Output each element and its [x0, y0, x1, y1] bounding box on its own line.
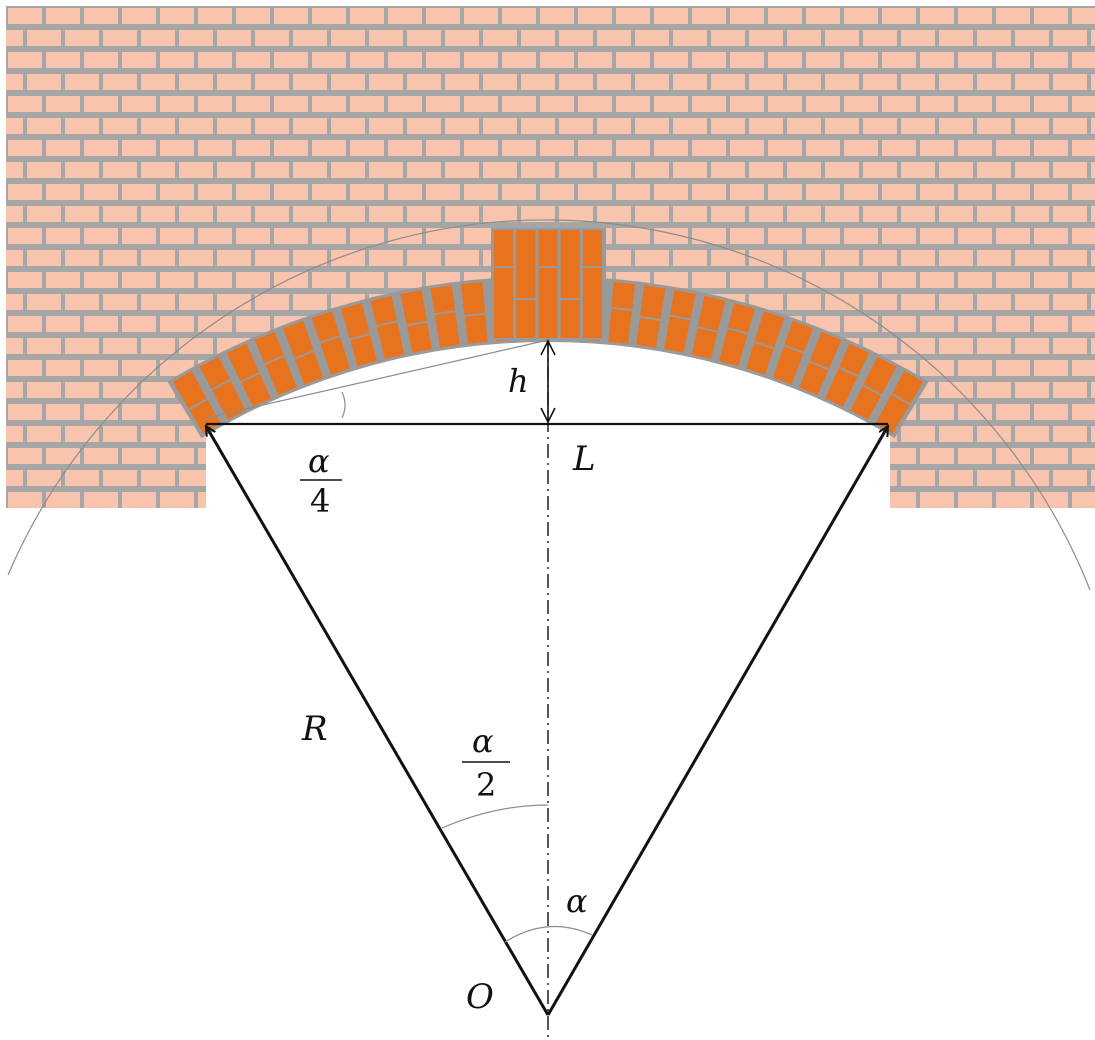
rise-arrowhead-bottom	[540, 407, 556, 424]
arch-brick	[254, 331, 297, 396]
arch-brick-joint	[666, 314, 694, 321]
label-h: h	[508, 362, 529, 400]
arch-brick-joint	[291, 349, 317, 361]
radius-circle-arc	[7, 219, 1091, 591]
fraction-half-numerator: α	[472, 722, 494, 760]
keystone-brick	[494, 268, 514, 338]
keystone-brick	[560, 300, 580, 338]
angle-arc-full	[504, 925, 593, 943]
fraction-half-denominator: 2	[476, 766, 496, 804]
arch-brick-joint	[431, 309, 459, 316]
arch-brick-joint	[860, 383, 885, 398]
fraction-quarter-denominator: 4	[310, 482, 330, 520]
arch-brick	[460, 281, 488, 344]
arch-brick-joint	[373, 319, 401, 328]
keystone-brick	[538, 268, 558, 338]
keystone-brick	[538, 230, 558, 266]
arch-brick	[850, 356, 897, 420]
arch-brick-joint	[724, 326, 751, 336]
geometry-lines	[204, 339, 890, 1040]
arch-brick	[608, 281, 636, 344]
arch-brick	[430, 285, 460, 348]
arch-brick	[664, 289, 696, 353]
keystone-brick	[516, 300, 536, 338]
arch-brick-joint	[208, 377, 234, 392]
fraction-alpha-over-2: α 2	[462, 722, 510, 804]
arch-brick-joint	[237, 370, 263, 384]
arch-brick-joint	[608, 306, 636, 312]
arch-brick	[875, 371, 924, 434]
arch-brick-joint	[261, 353, 288, 366]
arch-brick	[370, 295, 405, 359]
arch-voussoirs	[167, 276, 929, 439]
arch-brick	[311, 311, 350, 375]
arch-brick	[746, 311, 785, 375]
arch-brick	[719, 302, 756, 367]
arch-brick-joint	[403, 319, 431, 327]
rise-arrowhead-top	[540, 339, 556, 356]
arch-brick	[825, 343, 870, 407]
arch-brick	[691, 295, 726, 359]
radius-line-left	[204, 426, 550, 1016]
arch-keystone	[491, 228, 606, 340]
fraction-quarter-numerator: α	[308, 442, 330, 480]
arch-brick	[199, 356, 246, 420]
angle-arc-quarter	[341, 391, 346, 419]
arch-brick-joint	[781, 343, 807, 355]
chord-to-crown-line	[205, 339, 549, 419]
arch-brick-joint	[346, 332, 373, 342]
arch-brick	[226, 343, 271, 407]
arch-brick-joint	[186, 396, 211, 412]
arch-brick-joint	[751, 340, 778, 351]
keystone-brick	[516, 230, 536, 298]
keystone-brick	[582, 230, 602, 266]
label-L: L	[572, 439, 596, 479]
label-R: R	[301, 709, 328, 749]
keystone-brick	[560, 230, 580, 298]
arch-brick-joint	[694, 325, 721, 334]
label-O: O	[466, 977, 494, 1017]
fraction-alpha-over-4: α 4	[300, 442, 342, 520]
arch-brick	[340, 302, 377, 367]
arch-brick	[282, 320, 324, 385]
arch-brick-joint	[888, 391, 913, 407]
arch-brick-joint	[835, 365, 861, 379]
arch-brick-joint	[806, 359, 832, 372]
arch-brick	[636, 285, 666, 348]
angle-arc-half	[441, 804, 549, 829]
labels: h L R O α α 4 α 2	[300, 362, 596, 1017]
arch-brick-joint	[461, 312, 489, 318]
arch-brick-joint	[636, 315, 664, 322]
radius-line-right	[546, 426, 890, 1016]
arch-brick-joint	[317, 334, 343, 345]
label-alpha: α	[566, 882, 588, 920]
arch-brick	[799, 331, 842, 396]
keystone-brick	[582, 268, 602, 338]
keystone-brick	[494, 230, 514, 266]
arch-brick	[772, 320, 814, 385]
arch-brick	[400, 289, 432, 353]
